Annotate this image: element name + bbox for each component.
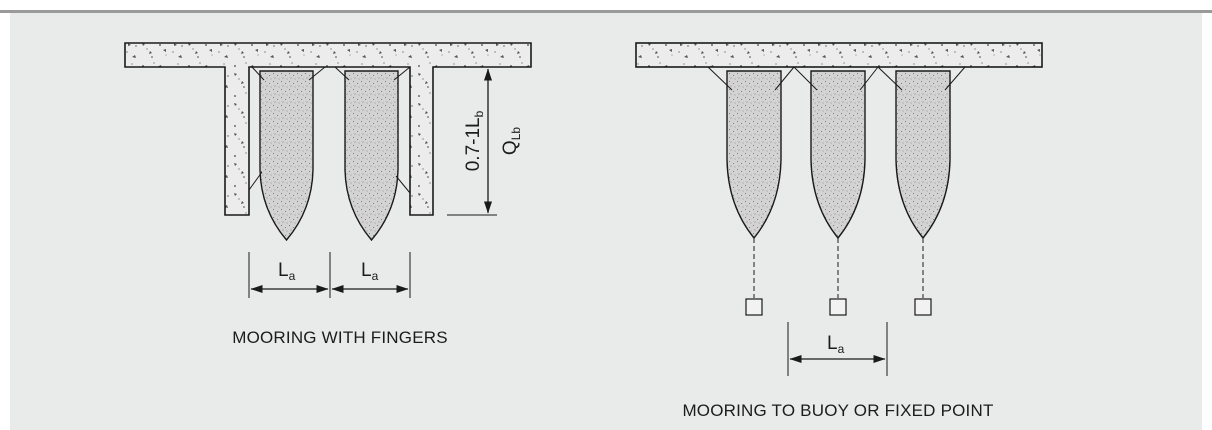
buoy-2	[829, 298, 847, 316]
mooring-with-fingers: 0.7-1Lb QLb La La MOORING WITH FINGERS	[124, 42, 532, 347]
spacing-label-1: La	[278, 260, 296, 283]
boat-hull-3	[726, 70, 782, 240]
mooring-to-buoy: La MOORING TO BUOY OR FIXED POINT	[635, 42, 1043, 420]
caption-mooring-with-fingers: MOORING WITH FINGERS	[232, 328, 448, 347]
vertical-label-1: 0.7-1Lb	[463, 110, 486, 171]
caption-mooring-to-buoy: MOORING TO BUOY OR FIXED POINT	[682, 401, 993, 420]
spacing-label-2: La	[361, 260, 379, 283]
mooring-lines-left	[248, 66, 411, 194]
boat-hull-2	[344, 70, 399, 242]
vertical-label-2: QLb	[500, 127, 523, 155]
spacing-label-3: La	[827, 333, 845, 356]
boat-hull-5	[895, 70, 951, 240]
buoy-lines	[753, 238, 924, 298]
vertical-dimension: 0.7-1Lb QLb	[447, 66, 523, 216]
spacing-dimension-left: La La	[248, 252, 411, 298]
mooring-lines-right	[707, 66, 966, 91]
pier-straight	[635, 42, 1043, 68]
buoy-3	[914, 298, 932, 316]
buoy-1	[745, 298, 763, 316]
spacing-dimension-right: La	[787, 322, 888, 376]
background-panel	[10, 12, 1202, 430]
boat-hull-1	[259, 70, 314, 242]
boat-hull-4	[810, 70, 866, 240]
